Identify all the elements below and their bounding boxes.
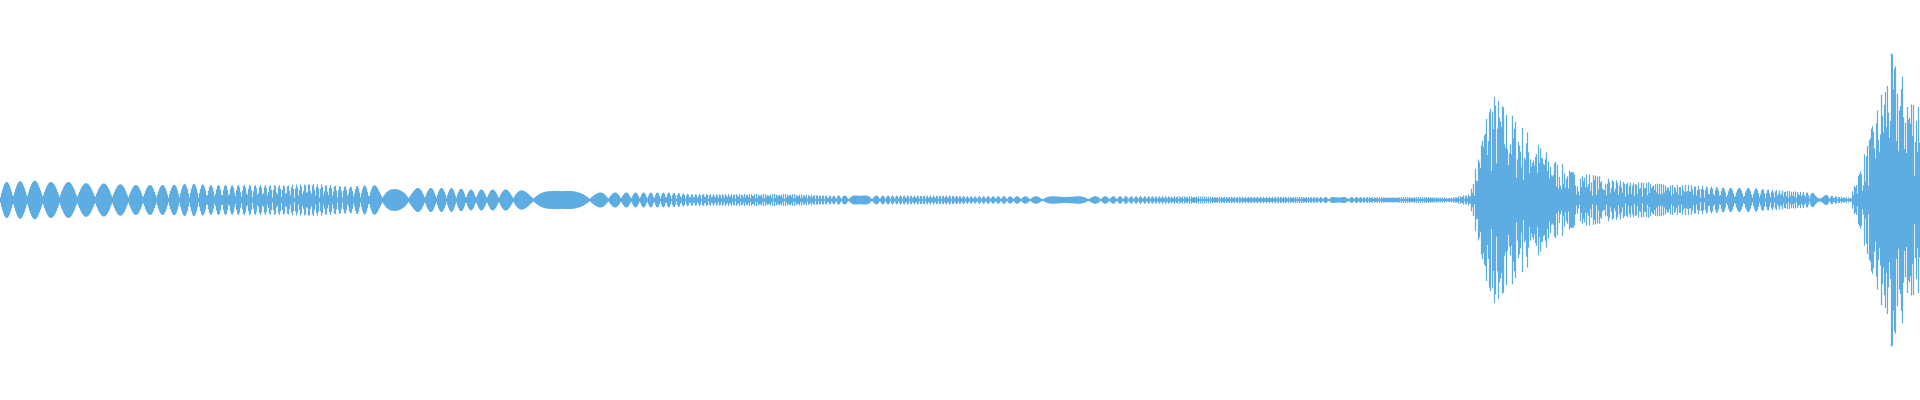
waveform-path	[0, 53, 1920, 347]
